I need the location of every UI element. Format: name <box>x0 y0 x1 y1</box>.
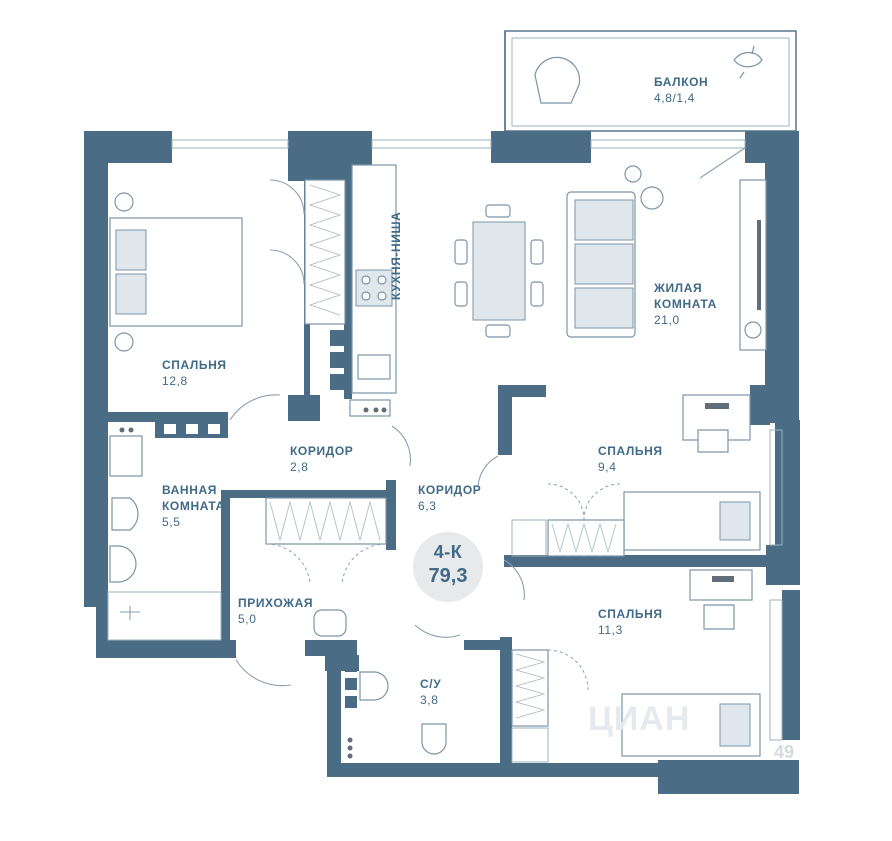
bedroom-2-name: СПАЛЬНЯ <box>598 444 663 458</box>
balcony-plant-icon <box>733 45 763 79</box>
corridor-large-area: 6,3 <box>418 499 437 513</box>
desk-chair-icon <box>697 429 729 453</box>
corridor-small-name: КОРИДОР <box>290 444 354 458</box>
corridor-small-area: 2,8 <box>290 460 309 474</box>
living-area: 21,0 <box>654 313 680 327</box>
bedroom2-furniture <box>511 394 761 557</box>
kitchen-sink-icon <box>357 354 391 380</box>
wc-sink-icon <box>359 671 389 701</box>
washing-machine-icon <box>109 435 143 477</box>
apartment-type: 4-К <box>433 542 463 562</box>
living-name-1: ЖИЛАЯ <box>654 281 703 295</box>
hallway-wardrobe-icon <box>265 497 387 637</box>
balcony-label: БАЛКОН 4,8/1,4 <box>654 74 708 106</box>
tv-stand-icon <box>699 147 767 351</box>
bath-name-1: ВАННАЯ <box>162 483 217 497</box>
corridor-small-label: КОРИДОР 2,8 <box>290 443 353 475</box>
wardrobe-icon <box>269 179 346 325</box>
bedroom-3-area: 11,3 <box>598 623 623 637</box>
walls <box>84 131 800 794</box>
balcony-name: БАЛКОН <box>654 75 709 89</box>
hallway-area: 5,0 <box>238 612 257 626</box>
bedroom-main-label: СПАЛЬНЯ 12,8 <box>162 357 227 389</box>
wc-name: С/У <box>420 677 442 691</box>
bathroom-fixtures <box>107 427 222 641</box>
living-name-2: КОМНАТА <box>654 297 717 311</box>
watermark: ЦИАН <box>588 700 691 738</box>
wc-fixtures <box>345 660 447 759</box>
hallway-pouf-icon <box>313 609 347 637</box>
corridor-large-name: КОРИДОР <box>418 483 482 497</box>
bedroom3-furniture <box>511 569 761 763</box>
desk-icon-2 <box>689 569 753 601</box>
bedroom-3-name: СПАЛЬНЯ <box>598 607 663 621</box>
watermark-number: 49 <box>774 742 795 762</box>
balcony-chair-icon <box>534 56 581 104</box>
kitchen-label: КУХНЯ-НИША <box>389 211 403 300</box>
bed-icon <box>109 192 243 352</box>
bath-label: ВАННАЯ КОМНАТА 5,5 <box>162 482 225 530</box>
bedroom-3-label: СПАЛЬНЯ 11,3 <box>598 606 663 638</box>
dining-table-icon <box>454 204 544 338</box>
balcony-area: 4,8/1,4 <box>654 91 695 105</box>
shower-tray-icon <box>107 591 222 641</box>
wc-area: 3,8 <box>420 693 439 707</box>
windows <box>171 139 783 741</box>
bath-area: 5,5 <box>162 515 181 529</box>
bedroom-2-area: 9,4 <box>598 460 617 474</box>
toilet-icon <box>111 497 139 531</box>
desk-chair-icon-2 <box>703 604 735 630</box>
total-area: 79,3 <box>428 565 468 587</box>
bath-sink-icon <box>109 545 137 583</box>
wc-toilet-icon <box>421 723 447 755</box>
wc-label: С/У 3,8 <box>420 676 441 708</box>
hallway-name: ПРИХОЖАЯ <box>238 596 314 610</box>
bedroom-main-name: СПАЛЬНЯ <box>162 358 227 372</box>
sofa-icon <box>566 165 664 338</box>
bath-name-2: КОМНАТА <box>162 499 225 513</box>
corridor-large-label: КОРИДОР 6,3 <box>418 482 481 514</box>
doors <box>229 394 525 687</box>
bedroom-main-area: 12,8 <box>162 374 188 388</box>
bedroom-2-label: СПАЛЬНЯ 9,4 <box>598 443 663 475</box>
apartment-badge: 4-К 79,3 <box>413 532 483 602</box>
living-room-label: ЖИЛАЯ КОМНАТА 21,0 <box>654 280 717 328</box>
kitchen-unit <box>330 164 397 417</box>
balcony-area <box>504 30 797 132</box>
stove-icon <box>355 269 393 307</box>
hallway-label: ПРИХОЖАЯ 5,0 <box>238 595 313 627</box>
